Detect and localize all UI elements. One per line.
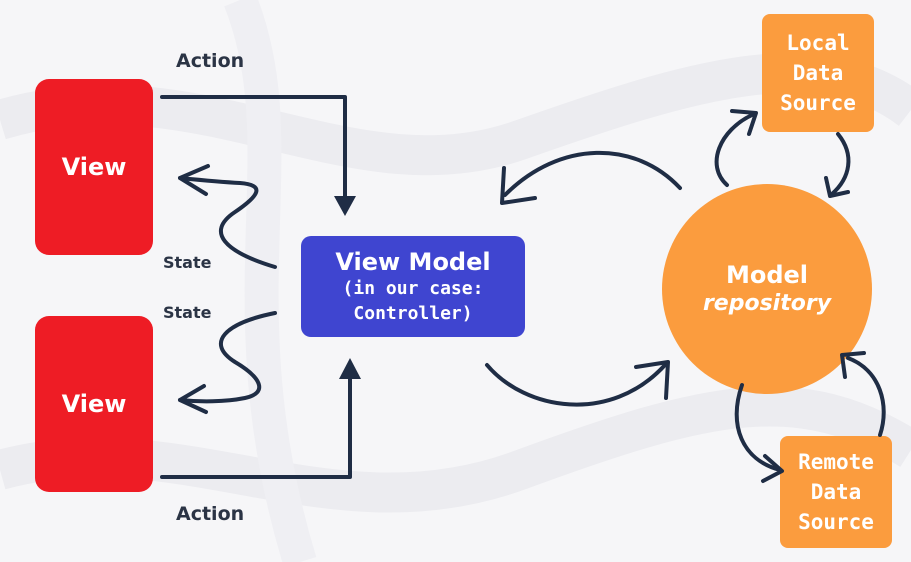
local-to-model-arrowhead (824, 176, 850, 198)
local-data-source-box: Local Data Source (762, 14, 874, 132)
model-to-remote-arrow (734, 383, 782, 472)
view-label-bottom: View (61, 390, 127, 418)
view-box-bottom: View (35, 316, 153, 492)
viewmodel-to-model-arrow (485, 363, 667, 407)
state-label-bottom: State (163, 303, 212, 322)
viewmodel-to-model-arrowhead (634, 360, 670, 400)
state-label-top: State (163, 253, 212, 272)
local-source-line1: Local (786, 31, 850, 55)
model-subtitle: repository (702, 291, 832, 316)
action-arrowhead-bottom (339, 358, 361, 379)
remote-source-line3: Source (798, 510, 874, 534)
model-to-viewmodel-arrow (503, 150, 682, 197)
state-arrowhead-bottom (178, 384, 208, 414)
model-to-local-arrowhead (730, 109, 758, 136)
model-to-viewmodel-arrowhead (500, 166, 537, 205)
view-model-box: View Model (in our case: Controller) (301, 236, 525, 337)
model-circle: Model repository (662, 184, 872, 394)
action-label-bottom: Action (176, 503, 245, 525)
view-label-top: View (61, 153, 127, 181)
remote-to-model-arrow (846, 356, 886, 437)
action-arrow-bottom (160, 366, 352, 479)
local-source-line2: Data (792, 61, 844, 85)
state-arrowhead-top (178, 164, 210, 196)
remote-to-model-arrowhead (840, 351, 866, 379)
action-arrow-top (160, 95, 347, 207)
local-source-line3: Source (780, 91, 856, 115)
remote-source-line1: Remote (798, 450, 874, 474)
local-to-model-arrow (830, 132, 851, 196)
model-to-local-arrow (714, 113, 754, 187)
view-model-line1: (in our case: (342, 277, 484, 299)
view-model-title: View Model (335, 247, 491, 276)
view-model-line2: Controller) (353, 302, 473, 324)
view-box-top: View (35, 79, 153, 255)
state-arrow-top (178, 176, 277, 269)
action-label-top: Action (176, 50, 245, 72)
remote-source-line2: Data (810, 480, 862, 504)
model-title: Model (725, 261, 809, 289)
remote-data-source-box: Remote Data Source (780, 436, 892, 548)
model-to-remote-arrowhead (761, 454, 784, 483)
state-arrow-bottom (178, 311, 277, 404)
action-arrowhead-top (334, 196, 356, 216)
